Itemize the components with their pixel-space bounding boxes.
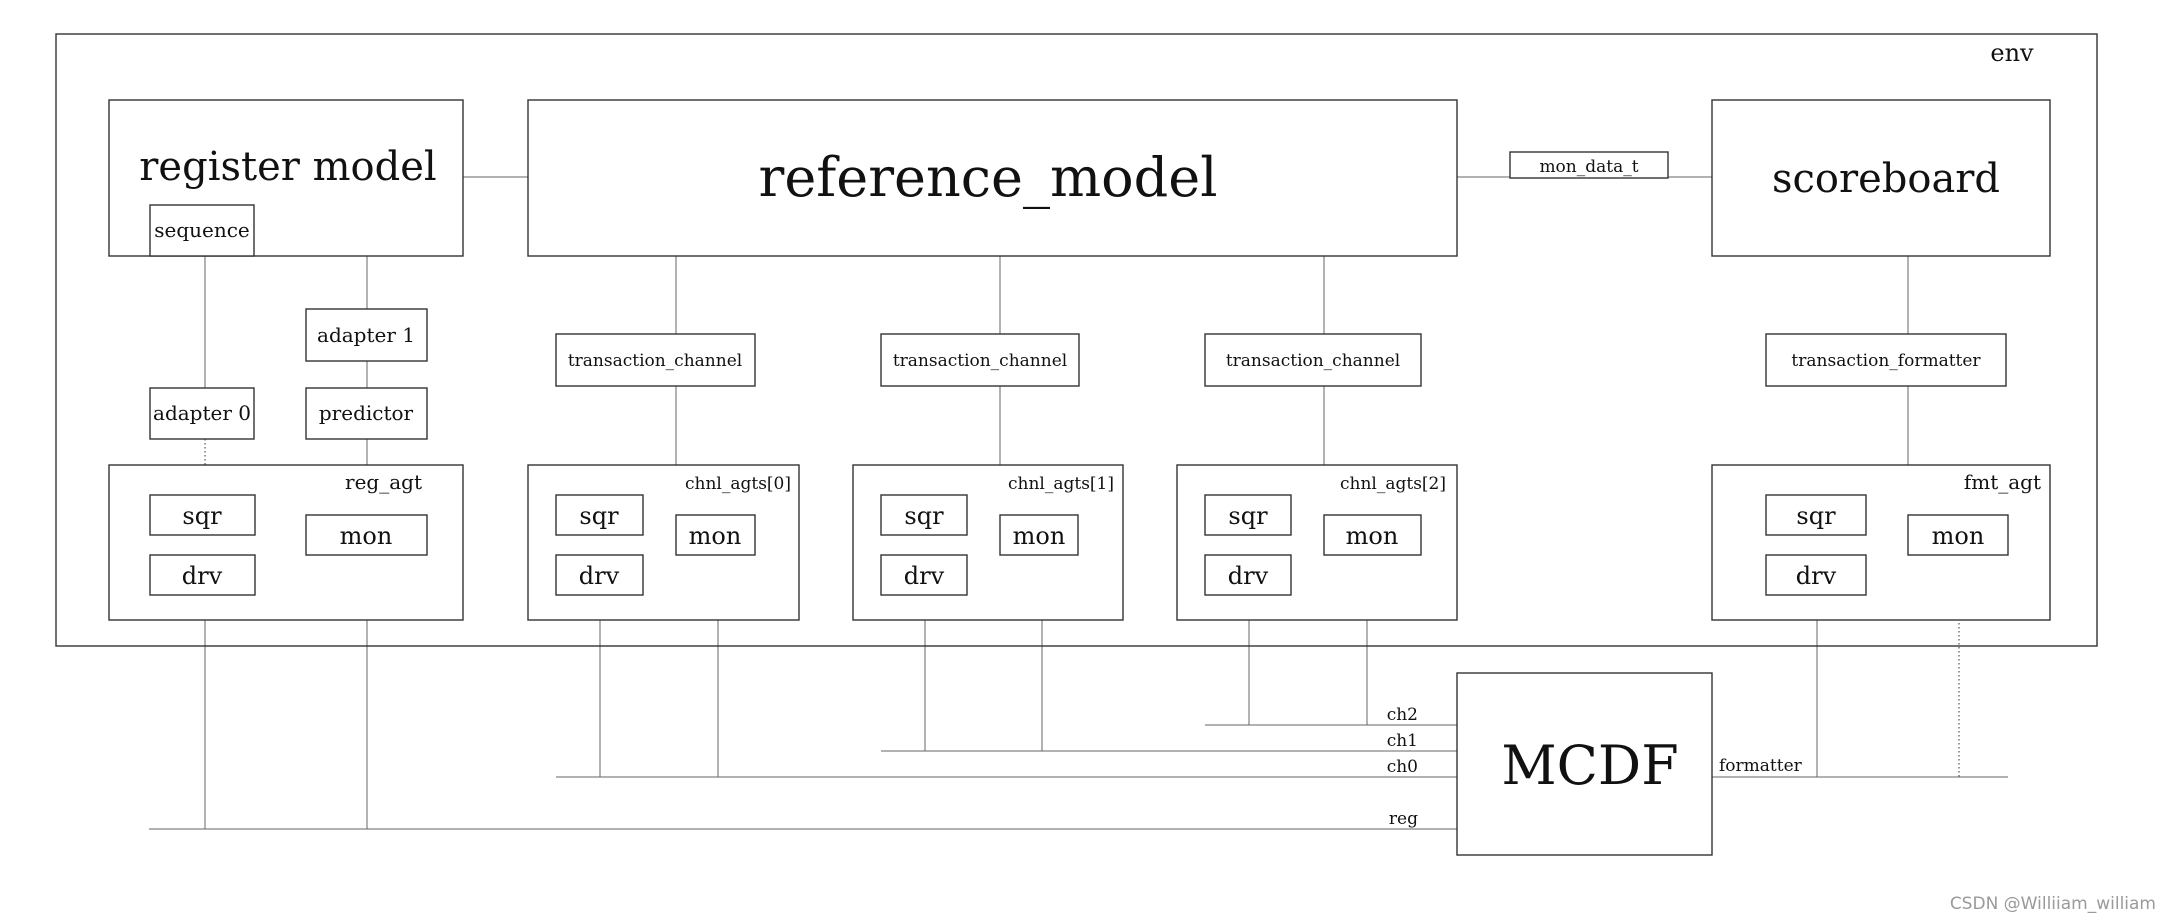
chnl-2-sqr-label: sqr	[1228, 502, 1268, 530]
chnl-agent-1: chnl_agts[1] sqr drv mon	[852, 464, 1124, 621]
chnl-0-mon-label: mon	[689, 522, 742, 550]
reg-mon-label: mon	[340, 522, 393, 550]
fmt-sqr-box	[1765, 494, 1867, 536]
chnl-agent-0: chnl_agts[0] sqr drv mon	[527, 464, 800, 621]
fmt-sqr-label: sqr	[1796, 502, 1836, 530]
port-ch0-label: ch0	[1387, 757, 1418, 777]
adapter-0-label: adapter 0	[153, 401, 251, 425]
watermark: CSDN @Williiam_william	[1950, 894, 2156, 914]
chnl-agent-0-label: chnl_agts[0]	[685, 474, 791, 494]
chnl-2-drv-box	[1204, 554, 1292, 596]
chnl-1-sqr-box	[880, 494, 968, 536]
sequence-label: sequence	[154, 218, 250, 242]
port-ch2-label: ch2	[1387, 705, 1418, 725]
chnl-1-drv-label: drv	[904, 562, 945, 590]
fmt-drv-box	[1765, 554, 1867, 596]
adapter-1-box	[305, 308, 428, 362]
fmt-agent: fmt_agt sqr drv mon	[1711, 464, 2051, 621]
transaction-channel-1-box	[880, 333, 1080, 387]
predictor-box	[305, 387, 428, 440]
reg-drv-box	[149, 554, 256, 596]
transaction-formatter-label: transaction_formatter	[1791, 351, 1981, 371]
chnl-1-mon-label: mon	[1013, 522, 1066, 550]
reg-sqr-label: sqr	[182, 502, 222, 530]
transaction-channel-0-label: transaction_channel	[568, 351, 742, 371]
reg-sqr-box	[149, 494, 256, 536]
transaction-channel-2-label: transaction_channel	[1226, 351, 1400, 371]
transaction-channel-0-box	[555, 333, 756, 387]
register-model-block: register model sequence	[108, 99, 464, 257]
sequence-box	[149, 204, 255, 257]
chnl-0-sqr-box	[555, 494, 644, 536]
scoreboard-label: scoreboard	[1772, 156, 2000, 202]
chnl-1-sqr-label: sqr	[904, 502, 944, 530]
mon-data-t-label: mon_data_t	[1539, 157, 1638, 177]
chnl-1-drv-box	[880, 554, 968, 596]
fmt-mon-label: mon	[1932, 522, 1985, 550]
chnl-agent-2: chnl_agts[2] sqr drv mon	[1176, 464, 1458, 621]
chnl-1-mon-box	[999, 514, 1079, 556]
register-model-label: register model	[139, 144, 436, 190]
reg-mon-box	[305, 514, 428, 556]
adapter-1-label: adapter 1	[317, 323, 415, 347]
chnl-2-mon-box	[1323, 514, 1422, 556]
reg-agent-label: reg_agt	[345, 470, 422, 494]
fmt-drv-label: drv	[1796, 562, 1837, 590]
chnl-0-drv-label: drv	[579, 562, 620, 590]
chnl-0-mon-box	[675, 514, 756, 556]
predictor-label: predictor	[319, 401, 414, 425]
env-frame	[55, 33, 2098, 647]
transaction-channel-2-box	[1204, 333, 1422, 387]
fmt-mon-box	[1907, 514, 2009, 556]
env-label: env	[1990, 39, 2034, 67]
transaction-formatter-box	[1765, 333, 2007, 387]
scoreboard-box	[1711, 99, 2051, 257]
chnl-2-mon-label: mon	[1346, 522, 1399, 550]
mon-data-t-box	[1509, 151, 1669, 179]
chnl-0-sqr-label: sqr	[579, 502, 619, 530]
fmt-agent-label: fmt_agt	[1964, 470, 2041, 494]
chnl-2-sqr-box	[1204, 494, 1292, 536]
chnl-2-drv-label: drv	[1228, 562, 1269, 590]
mcdf-label: MCDF	[1501, 734, 1678, 797]
reference-model-label: reference_model	[759, 146, 1218, 209]
chnl-agent-2-label: chnl_agts[2]	[1340, 474, 1446, 494]
reg-drv-label: drv	[182, 562, 223, 590]
mcdf-box	[1456, 672, 1713, 856]
port-formatter-label: formatter	[1719, 756, 1803, 776]
transaction-channel-1-label: transaction_channel	[893, 351, 1067, 371]
reference-model-box	[527, 99, 1458, 257]
chnl-agent-1-label: chnl_agts[1]	[1008, 474, 1114, 494]
reg-agent: reg_agt sqr drv mon	[108, 464, 464, 621]
port-ch1-label: ch1	[1387, 731, 1418, 751]
adapter-0-box	[149, 387, 255, 440]
chnl-0-drv-box	[555, 554, 644, 596]
port-reg-label: reg	[1389, 809, 1418, 829]
